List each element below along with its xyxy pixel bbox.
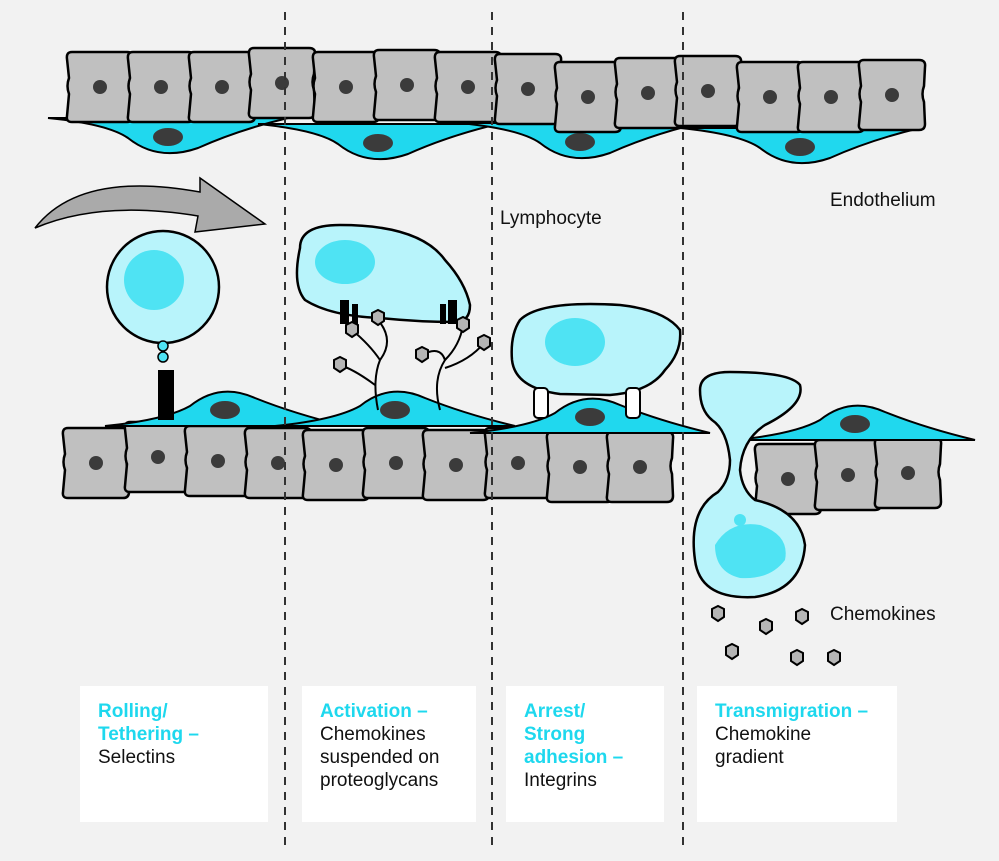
top-cell-row — [67, 48, 925, 132]
rolling-lymphocyte — [107, 231, 219, 420]
stage-title: Rolling/ Tethering – — [98, 700, 256, 746]
chemokine-gradient — [712, 606, 840, 665]
stage-box-arrest: Arrest/ Strong adhesion – Integrins — [506, 686, 664, 822]
stage-title: Transmigration – — [715, 700, 885, 723]
stage-description: Integrins — [524, 769, 652, 792]
endothelium-label: Endothelium — [830, 190, 936, 212]
stage-box-rolling: Rolling/ Tethering – Selectins — [80, 686, 268, 822]
stage-title: Arrest/ Strong adhesion – — [524, 700, 652, 769]
stage-box-transmigration: Transmigration – Chemokine gradient — [697, 686, 897, 822]
stage-description: Selectins — [98, 746, 256, 769]
stage-description: Chemokine gradient — [715, 723, 885, 769]
stage-title: Activation – — [320, 700, 464, 723]
stage-description: Chemokines suspended on proteoglycans — [320, 723, 464, 792]
lymphocyte-label: Lymphocyte — [500, 208, 602, 230]
selectin-bar — [158, 370, 174, 420]
integrin — [626, 388, 640, 418]
chemokines-label: Chemokines — [830, 604, 936, 626]
stage-box-activation: Activation – Chemokines suspended on pro… — [302, 686, 476, 822]
curved-arrow-icon — [35, 178, 265, 232]
activating-lymphocyte — [297, 225, 490, 410]
integrin — [534, 388, 548, 418]
